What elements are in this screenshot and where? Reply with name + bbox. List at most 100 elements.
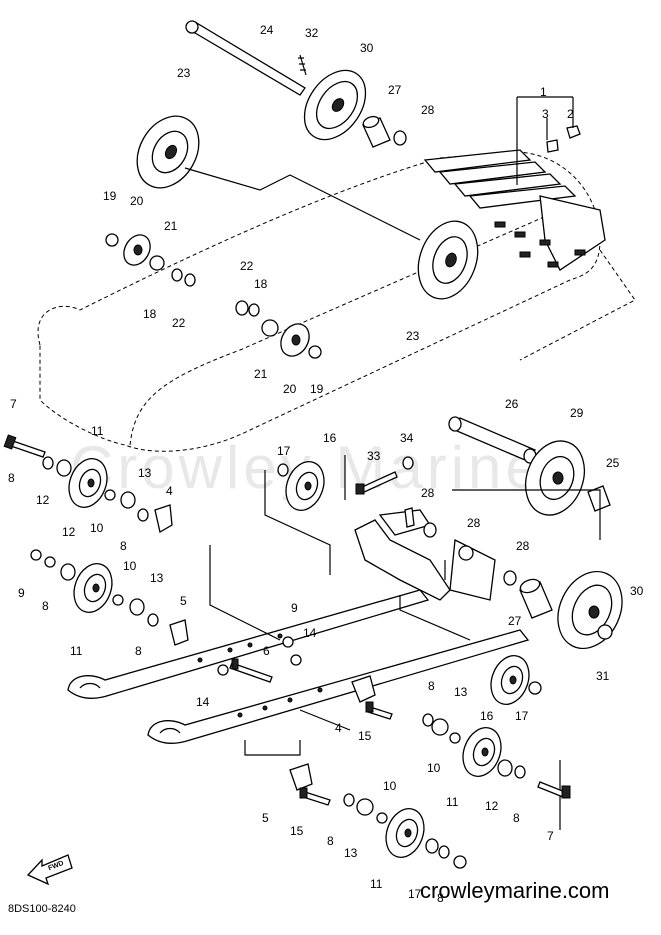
label-28c: 28: [467, 516, 481, 530]
label-8b: 8: [120, 539, 127, 553]
label-22a: 22: [172, 316, 186, 330]
collar-25: [587, 485, 611, 512]
nut-14-b: [290, 654, 302, 666]
label-9b: 9: [291, 601, 298, 615]
label-17a: 17: [277, 444, 291, 458]
washer-8-a: [42, 456, 54, 470]
washer-17-c: [425, 838, 439, 854]
label-7a: 7: [10, 397, 17, 411]
label-21b: 21: [254, 367, 268, 381]
label-11d: 11: [370, 877, 383, 891]
washer-8-h: [438, 845, 450, 859]
label-30a: 30: [360, 41, 374, 55]
collar-12-c: [497, 759, 513, 777]
spacer-10-d: [376, 812, 388, 824]
clip-3: [546, 139, 559, 153]
label-30b: 30: [630, 584, 644, 598]
label-8d: 8: [135, 644, 142, 658]
bracket-5-b: [289, 763, 313, 791]
label-26: 26: [505, 397, 519, 411]
website-watermark: crowleymarine.com: [420, 878, 610, 903]
label-18b: 18: [254, 277, 268, 291]
part-number-labels: 1 2 3 4 4 5 5 6 7 7 8 8 8 8 8 8 8 8 9 9 …: [8, 23, 644, 905]
bolt-6: [229, 662, 273, 683]
forward-arrow: FWD: [26, 854, 73, 886]
label-15a: 15: [358, 729, 372, 743]
label-10a: 10: [90, 521, 104, 535]
label-14a: 14: [196, 695, 210, 709]
label-25: 25: [606, 456, 620, 470]
washer-8-f: [514, 765, 526, 779]
bearing-21-left: [149, 255, 165, 271]
label-20b: 20: [283, 382, 297, 396]
collar-12-a: [56, 459, 72, 477]
label-9a: 9: [18, 586, 25, 600]
label-12a: 12: [36, 493, 50, 507]
slide-frame: [67, 455, 561, 830]
washer-28-b: [423, 522, 437, 538]
drawing-code: 8DS100-8240: [8, 903, 76, 915]
bolt-7-right: [537, 781, 566, 798]
label-5a: 5: [180, 594, 187, 608]
nut-9-a: [30, 549, 42, 561]
label-7b: 7: [547, 829, 554, 843]
label-12c: 12: [485, 799, 499, 813]
bracket-4-b: [351, 675, 376, 703]
washer-22-left: [184, 273, 196, 287]
spacer-10-b: [112, 594, 124, 606]
label-20a: 20: [130, 194, 144, 208]
label-8h: 8: [437, 891, 444, 905]
bracket-5-a: [169, 619, 189, 646]
label-10c: 10: [427, 761, 441, 775]
label-8c: 8: [42, 599, 49, 613]
label-33: 33: [367, 449, 381, 463]
label-3: 3: [542, 107, 549, 121]
label-17c: 17: [408, 887, 422, 901]
label-17b: 17: [515, 709, 529, 723]
label-31: 31: [596, 669, 610, 683]
washer-17-b: [528, 681, 542, 695]
washer-22-right: [235, 300, 249, 316]
washer-28-c: [458, 545, 474, 561]
label-10d: 10: [383, 779, 397, 793]
label-11c: 11: [446, 795, 459, 809]
spacer-10-a: [104, 489, 116, 501]
washer-18-right: [248, 303, 260, 317]
label-11b: 11: [70, 644, 83, 658]
label-13b: 13: [150, 571, 164, 585]
washer-13-a: [120, 491, 136, 509]
washer-18-left: [171, 268, 183, 282]
label-16b: 16: [480, 709, 494, 723]
label-6: 6: [263, 644, 270, 658]
label-27b: 27: [508, 614, 522, 628]
label-23a: 23: [177, 66, 191, 80]
rail-right: [147, 629, 530, 744]
nut-9-b: [282, 636, 294, 648]
nut-19-right: [308, 345, 322, 359]
center-parts: [277, 456, 542, 705]
label-13a: 13: [138, 466, 152, 480]
left-small-parts: [3, 434, 302, 683]
washer-13-b: [129, 598, 145, 616]
bracket-4-a: [154, 504, 173, 534]
label-27a: 27: [388, 83, 402, 97]
label-34: 34: [400, 431, 414, 445]
washer-8-c: [44, 556, 56, 568]
label-13d: 13: [344, 846, 358, 860]
label-29: 29: [570, 406, 584, 420]
label-12b: 12: [62, 525, 76, 539]
washer-8-b: [137, 508, 149, 522]
shaft-24: [189, 21, 306, 96]
washer-8-g: [343, 793, 355, 807]
label-13c: 13: [454, 685, 468, 699]
lower-parts: [289, 675, 571, 869]
label-2: 2: [567, 107, 574, 121]
nut-9-c: [453, 855, 467, 869]
clip-2: [566, 125, 581, 139]
nut-34: [402, 456, 414, 470]
label-22b: 22: [240, 259, 254, 273]
label-10b: 10: [123, 559, 137, 573]
label-8a: 8: [8, 471, 15, 485]
label-28a: 28: [421, 103, 435, 117]
